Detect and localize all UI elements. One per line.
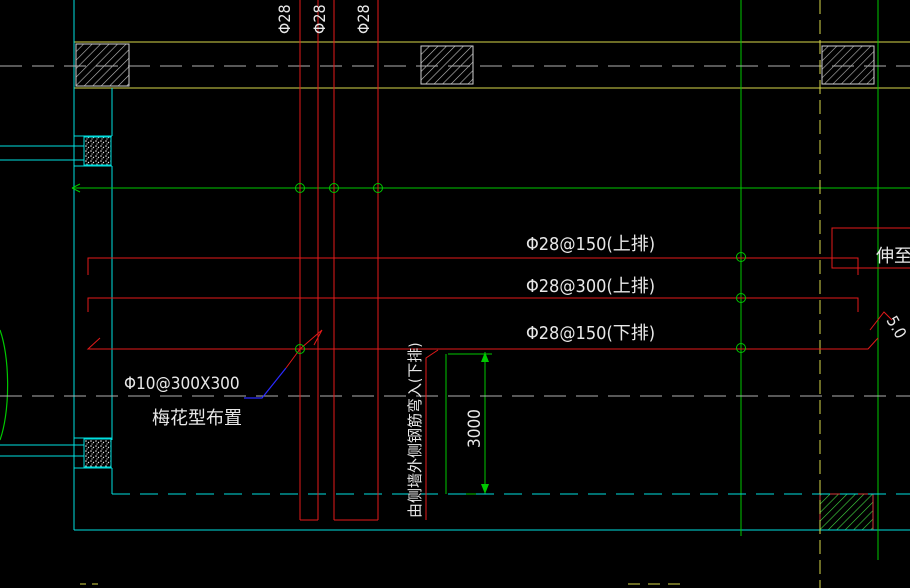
dimension-arrow-top	[481, 352, 489, 362]
tie-spacing-label: Φ10@300X300	[124, 374, 240, 394]
rebar-label-bottom-150: Φ28@150(下排)	[526, 323, 655, 344]
top-bar-label-a: Φ28	[275, 4, 294, 34]
hatched-blocks	[75, 43, 875, 531]
wall-outline	[0, 0, 910, 531]
bar-markers	[295, 183, 746, 354]
pile-arc	[0, 329, 9, 441]
tie-leader	[244, 367, 287, 399]
dimension-arrow-bottom	[481, 484, 489, 494]
center-lines	[0, 65, 910, 397]
extend-note-label: 伸至	[876, 246, 910, 267]
axis-lines	[74, 0, 910, 560]
tie-pattern-label: 梅花型布置	[152, 408, 242, 429]
grout-block-top	[83, 136, 112, 166]
top-bar-label-b: Φ28	[310, 4, 329, 34]
grout-block-bottom	[83, 438, 112, 468]
dimension-label: 3000	[465, 409, 485, 448]
rebar-label-top-150: Φ28@150(上排)	[526, 234, 655, 255]
rebar-label-top-300: Φ28@300(上排)	[526, 276, 655, 297]
edge-fragment-label: 5.0	[883, 313, 910, 342]
left-arrow-stub-2	[71, 187, 81, 193]
beam-outline	[73, 41, 910, 89]
top-bar-label-c: Φ28	[354, 4, 373, 34]
left-arrow-stub	[71, 183, 81, 189]
rebar-lines	[86, 0, 910, 521]
vertical-note-label: 由侧墙外侧钢筋弯入(下排)	[406, 342, 424, 518]
